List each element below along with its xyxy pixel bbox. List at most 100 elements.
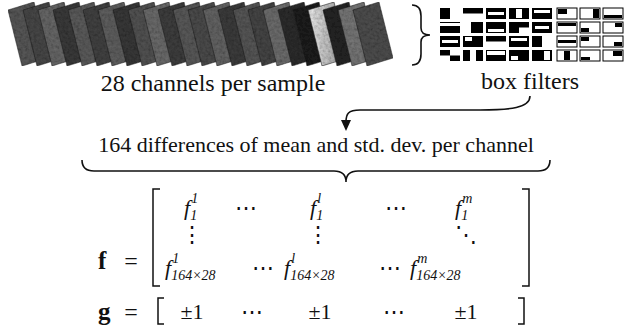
- matrix-entry: f: [165, 257, 171, 279]
- box-filter: [509, 36, 529, 47]
- filter-dark: [463, 36, 483, 47]
- entry-subscript: 164×28: [171, 269, 215, 283]
- filter-dark: [486, 22, 506, 33]
- filter-dark: [486, 50, 506, 61]
- matrix-bracket: [522, 189, 529, 286]
- matrix-entry: f: [410, 257, 416, 279]
- arrow-head: [341, 120, 351, 131]
- filter-light: [534, 10, 550, 13]
- filter-caption: box filters: [481, 69, 579, 93]
- filter-dark: [593, 9, 599, 18]
- filter-light: [544, 51, 550, 60]
- box-filter: [486, 50, 506, 61]
- box-filter: [440, 22, 460, 33]
- matrix-bracket: [153, 189, 160, 286]
- filter-light: [442, 40, 458, 43]
- under-brace: [82, 160, 550, 182]
- ellipsis: ⋯: [385, 197, 407, 219]
- filter-dark: [532, 36, 552, 47]
- filter-light: [580, 22, 600, 33]
- box-filter: [580, 22, 600, 33]
- filter-light: [557, 22, 577, 33]
- filter-light: [516, 9, 522, 18]
- box-filter: [509, 50, 529, 61]
- flow-arrow: [346, 96, 530, 122]
- filter-dark: [614, 42, 622, 46]
- filter-dark: [509, 50, 529, 61]
- filter-light: [488, 12, 504, 15]
- filter-light: [557, 8, 577, 19]
- filter-dark: [532, 22, 552, 33]
- filter-dark: [581, 28, 589, 32]
- filter-light: [511, 38, 527, 41]
- entry-superscript: 1: [172, 252, 179, 266]
- ellipsis: ⋯: [252, 257, 274, 279]
- matrix-entry: f: [284, 257, 290, 279]
- box-filter: [486, 22, 506, 33]
- vector-bracket: [158, 298, 164, 324]
- filter-dark: [613, 51, 622, 56]
- box-filter: [603, 8, 623, 19]
- equals-sign: =: [124, 300, 138, 324]
- ellipsis: ⋮: [181, 224, 203, 246]
- filter-dark: [564, 51, 570, 60]
- ellipsis: ⋯: [383, 301, 405, 323]
- box-filter: [580, 36, 600, 47]
- entry-superscript: l: [317, 192, 321, 206]
- box-filter: [486, 36, 506, 47]
- box-filter: [580, 50, 600, 61]
- filter-dark: [558, 9, 567, 14]
- box-filter: [463, 8, 483, 19]
- entry-subscript: 1: [190, 209, 197, 223]
- ellipsis: ⋯: [241, 301, 263, 323]
- filter-dark: [463, 22, 483, 33]
- filter-light: [486, 42, 506, 48]
- filter-light: [603, 22, 623, 33]
- matrix-symbol: f: [98, 248, 106, 273]
- box-filter: [532, 8, 552, 19]
- filter-light: [557, 50, 577, 61]
- filter-light: [580, 50, 600, 61]
- filter-dark: [486, 8, 506, 19]
- filter-dark: [463, 8, 483, 19]
- filter-light: [603, 36, 623, 47]
- vector-bracket: [518, 298, 524, 324]
- filter-dark: [581, 37, 589, 41]
- ellipsis: ⋮: [307, 224, 329, 246]
- filter-light: [542, 36, 552, 47]
- vector-symbol: g: [98, 299, 111, 324]
- entry-subscript: 1: [461, 209, 468, 223]
- ellipsis: ⋯: [235, 197, 257, 219]
- filter-dark: [604, 15, 622, 18]
- box-filter: [532, 50, 552, 61]
- box-filter: [557, 8, 577, 19]
- filter-dark: [509, 8, 529, 19]
- channel-stack: [8, 2, 393, 66]
- filter-dark: [509, 36, 529, 47]
- box-filter: [532, 22, 552, 33]
- label-value: ±1: [180, 301, 203, 323]
- entry-superscript: m: [462, 192, 472, 206]
- entry-superscript: l: [291, 252, 295, 266]
- box-filter: [603, 22, 623, 33]
- filter-light: [463, 14, 483, 20]
- filter-light: [450, 50, 460, 56]
- box-filter: [509, 22, 529, 33]
- filter-light: [511, 56, 518, 60]
- filter-dark: [463, 50, 483, 61]
- box-filter: [440, 8, 460, 19]
- box-filter: [463, 22, 483, 33]
- filter-dark: [486, 36, 506, 47]
- box-filter: [603, 36, 623, 47]
- filter-light: [465, 37, 472, 41]
- label-value: ±1: [454, 301, 477, 323]
- filter-dark: [440, 8, 460, 19]
- filter-dark: [440, 36, 460, 47]
- entry-superscript: 1: [191, 192, 198, 206]
- box-filter: [603, 50, 623, 61]
- entry-superscript: m: [417, 252, 427, 266]
- box-filter: [463, 36, 483, 47]
- ellipsis: ⋯: [379, 257, 401, 279]
- filter-light: [463, 22, 471, 33]
- box-filter: [557, 50, 577, 61]
